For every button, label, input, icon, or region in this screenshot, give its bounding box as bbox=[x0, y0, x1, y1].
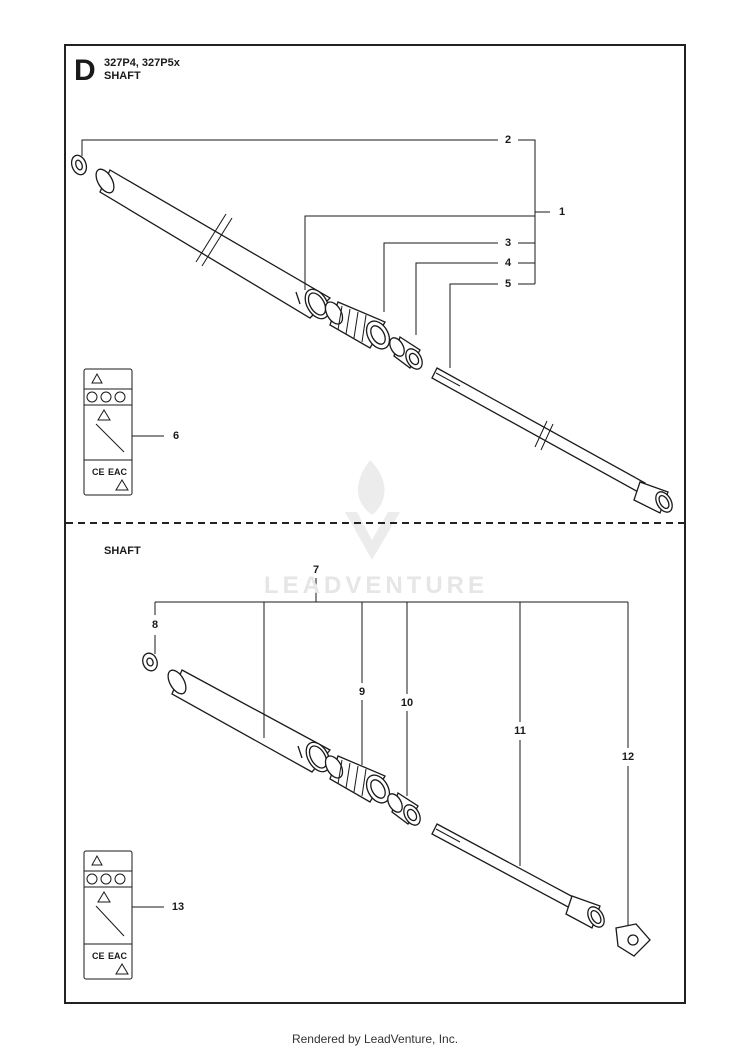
bottom-bushing bbox=[387, 791, 421, 826]
top-warning-decal: CE EAC bbox=[83, 368, 133, 496]
top-leader-lines bbox=[81, 139, 550, 437]
callout-8[interactable]: 8 bbox=[151, 619, 159, 631]
svg-text:CE: CE bbox=[92, 467, 105, 477]
callout-11[interactable]: 11 bbox=[514, 725, 526, 737]
bottom-bearing bbox=[324, 755, 391, 804]
model-title: 327P4, 327P5x SHAFT bbox=[104, 57, 180, 83]
top-washer bbox=[70, 154, 88, 176]
callout-10[interactable]: 10 bbox=[400, 697, 414, 709]
top-bushing bbox=[389, 335, 423, 370]
bottom-leader-lines bbox=[132, 578, 629, 926]
bottom-drive-shaft bbox=[431, 823, 605, 929]
top-assembly: CE EAC bbox=[70, 154, 673, 514]
bottom-square-nut bbox=[615, 923, 651, 957]
diagram-frame bbox=[64, 44, 686, 1004]
footer-credit: Rendered by LeadVenture, Inc. bbox=[291, 1032, 459, 1046]
callout-6[interactable]: 6 bbox=[172, 430, 180, 442]
svg-text:EAC: EAC bbox=[108, 467, 128, 477]
callout-13[interactable]: 13 bbox=[171, 901, 185, 913]
model-numbers: 327P4, 327P5x bbox=[104, 57, 180, 69]
bottom-outer-tube bbox=[167, 669, 332, 773]
svg-text:CE: CE bbox=[92, 951, 105, 961]
callout-2[interactable]: 2 bbox=[504, 134, 512, 146]
callout-1[interactable]: 1 bbox=[558, 206, 566, 218]
callout-5[interactable]: 5 bbox=[504, 278, 512, 290]
section-letter: D bbox=[74, 54, 96, 87]
callout-4[interactable]: 4 bbox=[504, 257, 512, 269]
callout-12[interactable]: 12 bbox=[621, 751, 635, 763]
bottom-assembly: CE EAC bbox=[83, 652, 651, 980]
svg-text:EAC: EAC bbox=[108, 951, 128, 961]
callout-9[interactable]: 9 bbox=[358, 686, 366, 698]
section-title-bottom: SHAFT bbox=[104, 545, 141, 557]
callout-3[interactable]: 3 bbox=[504, 237, 512, 249]
top-drive-shaft bbox=[431, 367, 673, 514]
bottom-washer bbox=[142, 652, 158, 672]
top-bearing bbox=[324, 301, 391, 350]
bottom-warning-decal: CE EAC bbox=[83, 850, 133, 980]
watermark-text: LEADVENTURE bbox=[263, 572, 488, 599]
callout-7[interactable]: 7 bbox=[312, 564, 320, 576]
top-outer-tube bbox=[95, 168, 332, 320]
section-title-top: SHAFT bbox=[104, 70, 141, 82]
